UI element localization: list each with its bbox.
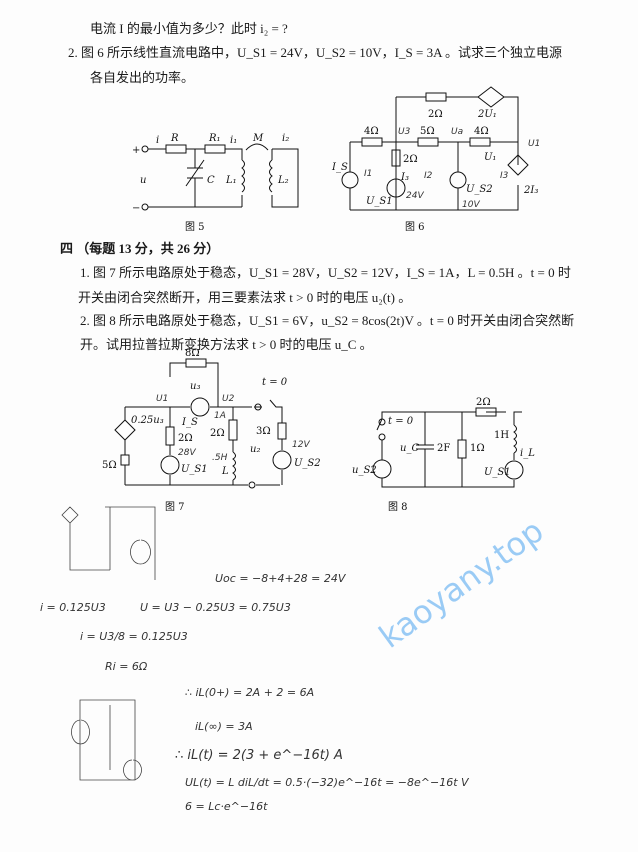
fig8-uc: u_C (400, 443, 419, 454)
fig7-2ohm-a: 2Ω (178, 433, 193, 444)
hw-uoc: Uoc = −8+4+28 = 24V (215, 572, 346, 585)
fig7-note: 1A (214, 411, 226, 421)
fig7-note: .5H (212, 453, 228, 463)
fig6-dep-current: 2I₃ (523, 185, 538, 196)
problem-2-cont: 开。试用拉普拉斯变换方法求 t > 0 时的电压 u_C 。 (80, 337, 373, 352)
fig5-C: C (207, 175, 215, 186)
fig8-iL: i_L (520, 448, 535, 459)
fig6-Us2: U_S2 (466, 184, 493, 195)
fig6-note: I3 (500, 171, 509, 181)
fig7-Is: I_S (181, 417, 198, 428)
fig6-4ohm-right: 4Ω (474, 126, 489, 137)
fig5-R1: R₁ (208, 133, 221, 144)
fig7-note: U2 (222, 394, 235, 404)
fig7-2ohm-b: 2Ω (210, 428, 225, 439)
fig7-8ohm: 8Ω (185, 348, 200, 359)
figure-8: t = 0 2Ω 1H u_C 2F 1Ω u_S2 U_S1 i_L 图 8 (352, 397, 535, 513)
fig6-caption: 图 6 (405, 221, 425, 233)
problem-2: 2. 图 8 所示电路原处于稳态，U_S1 = 6V，u_S2 = 8cos(2… (80, 313, 575, 328)
fig6-U1: U₁ (484, 152, 496, 163)
fig8-2ohm: 2Ω (476, 397, 491, 408)
fig6-4ohm-left: 4Ω (364, 126, 379, 137)
hw-ilinf: iL(∞) = 3A (195, 720, 253, 733)
fig6-note: I1 (364, 169, 372, 179)
fig7-caption: 图 7 (165, 501, 185, 513)
fig7-3ohm: 3Ω (256, 426, 271, 437)
hw-il0: ∴ iL(0+) = 2A + 2 = 6A (185, 686, 315, 699)
fig7-Us1: U_S1 (181, 464, 208, 475)
fig8-switch-time: t = 0 (388, 416, 414, 427)
fig7-dep-source: 0.25u₃ (131, 415, 164, 426)
fig7-u3: u₃ (190, 381, 200, 392)
figure-7: 8Ω u₃ t = 0 0.25u₃ I_S 2Ω 2Ω 3Ω 5Ω U_S1 … (102, 348, 321, 513)
hw-extra: 6 = Lc·e^−16t (185, 800, 268, 813)
fig7-note: 28V (178, 448, 196, 458)
text-line: 电流 I 的最小值为多少？此时 i₂ = ? (90, 21, 288, 36)
fig8-capacitor: 2F (437, 443, 450, 454)
fig5-i: i (156, 135, 159, 146)
fig6-2ohm-top: 2Ω (428, 109, 443, 120)
fig8-us2: u_S2 (352, 465, 377, 476)
fig6-I3: I₃ (400, 172, 409, 183)
fig7-note: U1 (156, 394, 168, 404)
fig6-note: U3 (398, 127, 411, 137)
fig6-2ohm: 2Ω (403, 154, 418, 165)
hw-ilt: ∴ iL(t) = 2(3 + e^−16t) A (175, 748, 343, 763)
problem-1-cont: 开关由闭合突然断开，用三要素法求 t > 0 时的电压 u₂(t) 。 (78, 290, 412, 305)
fig7-u2: u₂ (250, 444, 260, 455)
hw-ult: UL(t) = L diL/dt = 0.5·(−32)e^−16t = −8e… (185, 776, 469, 789)
fig5-u: u (140, 175, 146, 186)
figure-6: 4Ω 5Ω 4Ω 2Ω 2Ω 2U₁ I_S I₃ U_S2 U_S1 U₁ 2… (331, 86, 540, 233)
problem-1: 1. 图 7 所示电路原处于稳态，U_S1 = 28V，U_S2 = 12V，I… (80, 265, 571, 280)
fig6-note: 24V (406, 191, 424, 201)
fig8-1ohm: 1Ω (470, 443, 485, 454)
question-2: 2. 图 6 所示线性直流电路中，U_S1 = 24V，U_S2 = 10V，I… (68, 45, 562, 60)
fig5-caption: 图 5 (185, 221, 205, 233)
fig6-note: Ua (451, 127, 463, 137)
fig8-inductor: 1H (494, 430, 509, 441)
fig7-Us2: U_S2 (294, 458, 321, 469)
fig5-R: R (170, 133, 179, 144)
fig7-switch-time: t = 0 (262, 377, 288, 388)
hw-ri: Ri = 6Ω (105, 660, 148, 673)
fig6-Is: I_S (331, 162, 348, 173)
hw-u-eq: U = U3 − 0.25U3 = 0.75U3 (140, 601, 291, 614)
fig8-Us1: U_S1 (484, 467, 511, 478)
fig6-note: U1 (528, 139, 540, 149)
handwritten-sketch (61, 506, 156, 781)
fig7-5ohm: 5Ω (102, 460, 117, 471)
fig6-dep-voltage: 2U₁ (477, 109, 497, 120)
fig5-L2: L₂ (277, 175, 289, 186)
hw-i-eq: i = 0.125U3 (40, 601, 106, 614)
fig5-i1: i₁ (230, 135, 237, 146)
fig6-Us1: U_S1 (366, 196, 393, 207)
fig5-plus: + (132, 145, 140, 156)
fig8-caption: 图 8 (388, 501, 408, 513)
fig6-note: I2 (424, 171, 433, 181)
question-2-cont: 各自发出的功率。 (90, 70, 195, 85)
section-heading: 四 （每题 13 分，共 26 分） (60, 241, 220, 256)
fig5-i2: i₂ (282, 133, 289, 144)
fig7-note: 12V (292, 440, 310, 450)
fig5-L1: L₁ (225, 175, 237, 186)
fig5-minus: − (132, 203, 140, 214)
hw-i-eq2: i = U3/8 = 0.125U3 (80, 630, 188, 643)
fig5-M: M (252, 133, 264, 144)
fig6-note: 10V (462, 200, 480, 210)
fig7-L: L (221, 466, 229, 477)
fig6-5ohm: 5Ω (420, 126, 435, 137)
figure-5: + − i R R₁ i₁ M i₂ u C L₁ L₂ 图 5 (132, 133, 299, 233)
